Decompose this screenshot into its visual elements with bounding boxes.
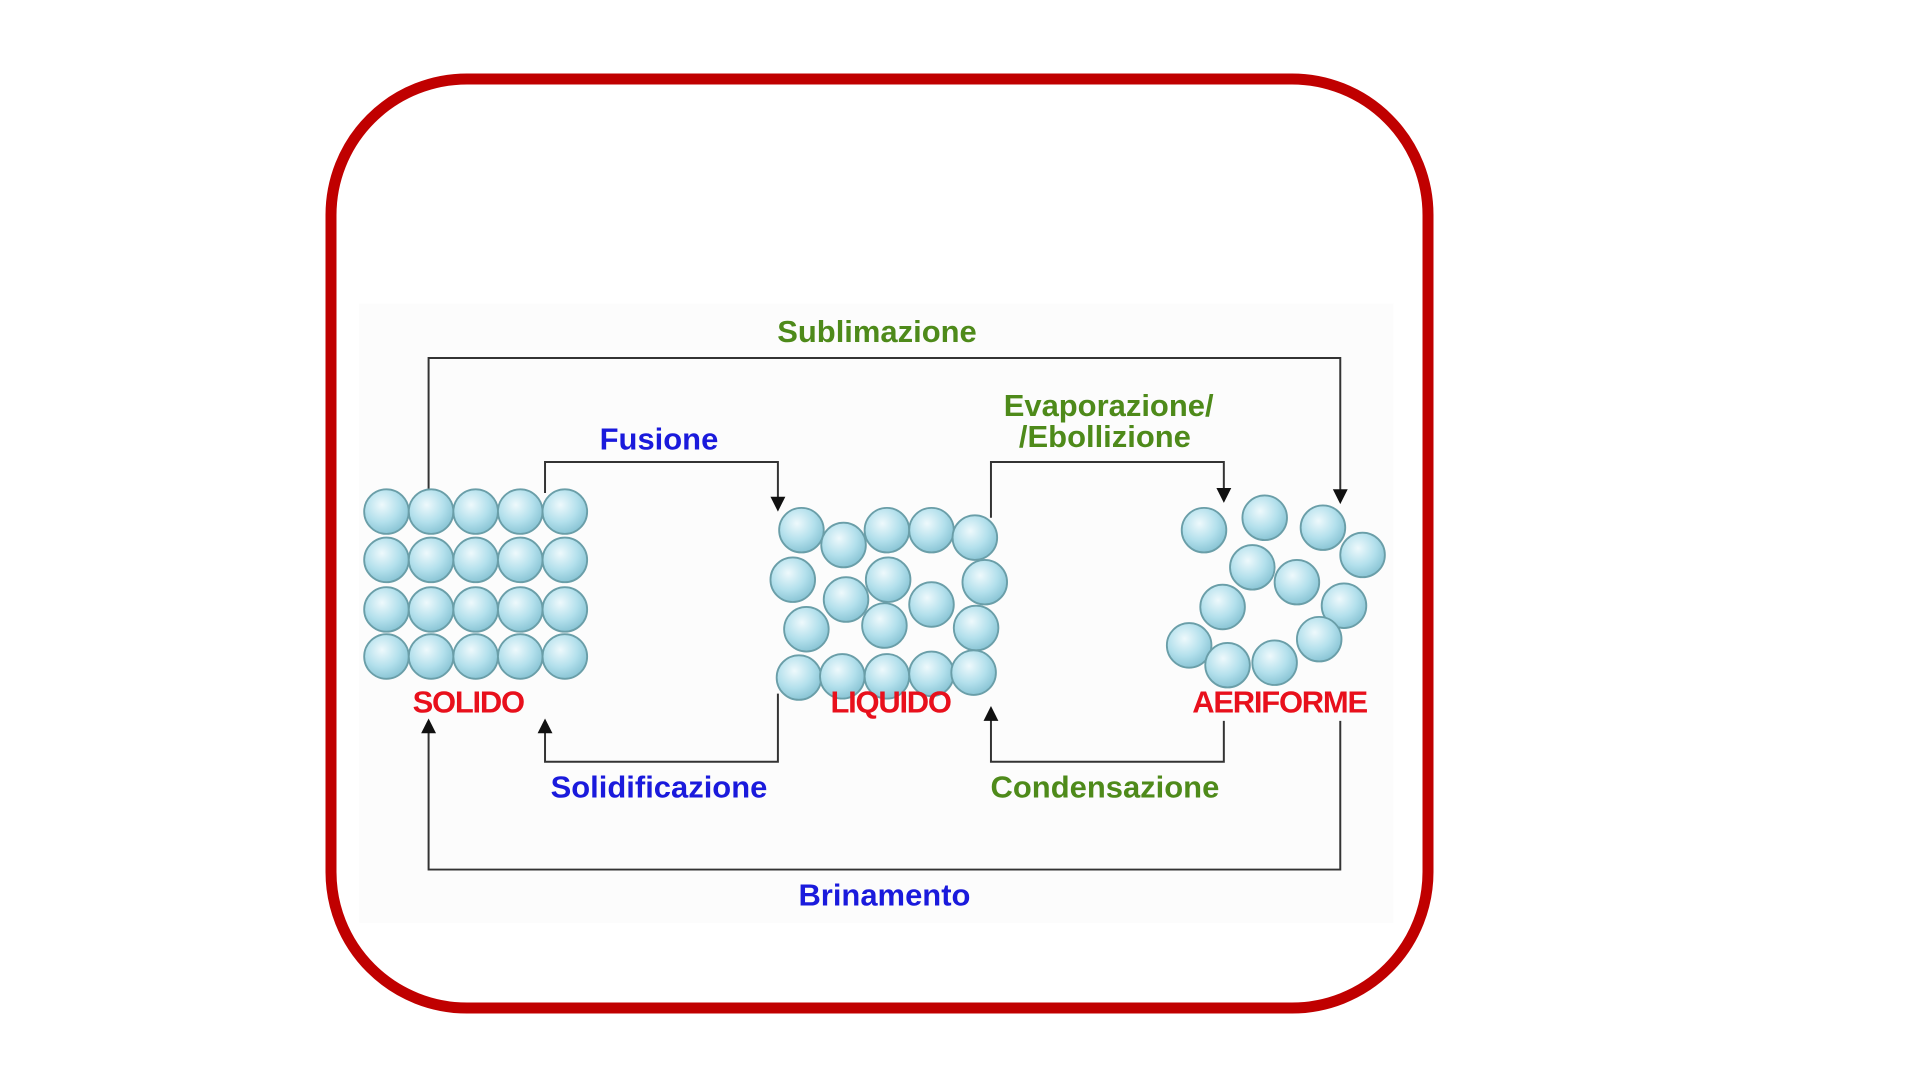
liquid-particle [908,506,955,554]
solid-particle [407,586,455,633]
gas-particle [1299,504,1347,551]
arrowhead-icon [983,706,999,721]
solidification-label: Solidificazione [551,770,768,805]
gas-state-label: AERIFORME [1192,684,1367,719]
gas-particle [1320,582,1368,629]
liquid-state-label: LIQUIDO [830,684,950,719]
solid-particle [541,536,589,584]
condensation-label: Condensazione [991,770,1220,805]
arrowhead-icon [770,496,786,512]
liquid-particle [769,556,816,603]
evaporation-arrow [989,461,1225,518]
condensation-arrow [989,718,1225,763]
arrowhead-icon [537,718,553,734]
gas-particle [1295,615,1343,663]
liquid-particle [950,649,997,696]
fusion-label: Fusione [600,422,719,457]
solid-particle [363,586,410,633]
liquid-particle [952,604,1000,652]
solid-particle [452,586,499,633]
evaporation-label-line2: /Ebollizione [1019,419,1191,454]
gas-particle [1180,506,1228,554]
gas-particle [1165,622,1213,669]
solid-particle [452,488,499,535]
solid-particle [452,633,499,680]
solid-particle [407,633,455,680]
gas-particle [1204,641,1251,689]
solidification-arrow [544,693,779,763]
solid-particle [363,488,410,535]
gas-particle [1251,639,1298,686]
gas-particle [1241,494,1288,542]
liquid-particle [820,521,867,569]
liquid-particle [783,606,830,653]
solid-particle [452,536,499,584]
solid-particle [407,488,455,535]
particles [363,488,1386,701]
phase-diagram: Sublimazione Fusione Evaporazione/ /Ebol… [359,303,1394,923]
evaporation-label-line1: Evaporazione/ [1004,388,1214,423]
liquid-particle [961,558,1008,606]
solid-particle [497,633,544,680]
sublimation-label: Sublimazione [777,314,977,349]
liquid-particle [778,506,825,554]
solid-state-label: SOLIDO [413,684,524,719]
solid-particle [541,633,589,680]
solid-particle [363,536,410,584]
gas-particle [1229,544,1276,591]
arrowhead-icon [1216,488,1232,503]
gas-particle [1199,583,1246,631]
deposition-arrow [427,720,1342,871]
solid-particle [541,488,589,535]
arrowhead-icon [1332,489,1348,505]
solid-particle [363,633,410,680]
solid-particle [497,488,544,535]
liquid-particle [908,581,955,628]
solid-particle [407,536,455,584]
solid-particle [497,586,544,633]
fusion-arrow [544,461,779,500]
liquid-particle [863,506,911,554]
liquid-particle [822,576,870,623]
deposition-label: Brinamento [798,877,970,912]
liquid-particle [951,514,999,561]
arrowhead-icon [421,718,437,734]
solid-particle [541,586,589,633]
liquid-particle [775,654,823,701]
liquid-particle [864,556,912,603]
sublimation-arrow [427,356,1342,494]
solid-particle [497,536,544,584]
gas-particle [1273,558,1321,606]
gas-particle [1339,531,1386,579]
liquid-particle [861,602,908,649]
